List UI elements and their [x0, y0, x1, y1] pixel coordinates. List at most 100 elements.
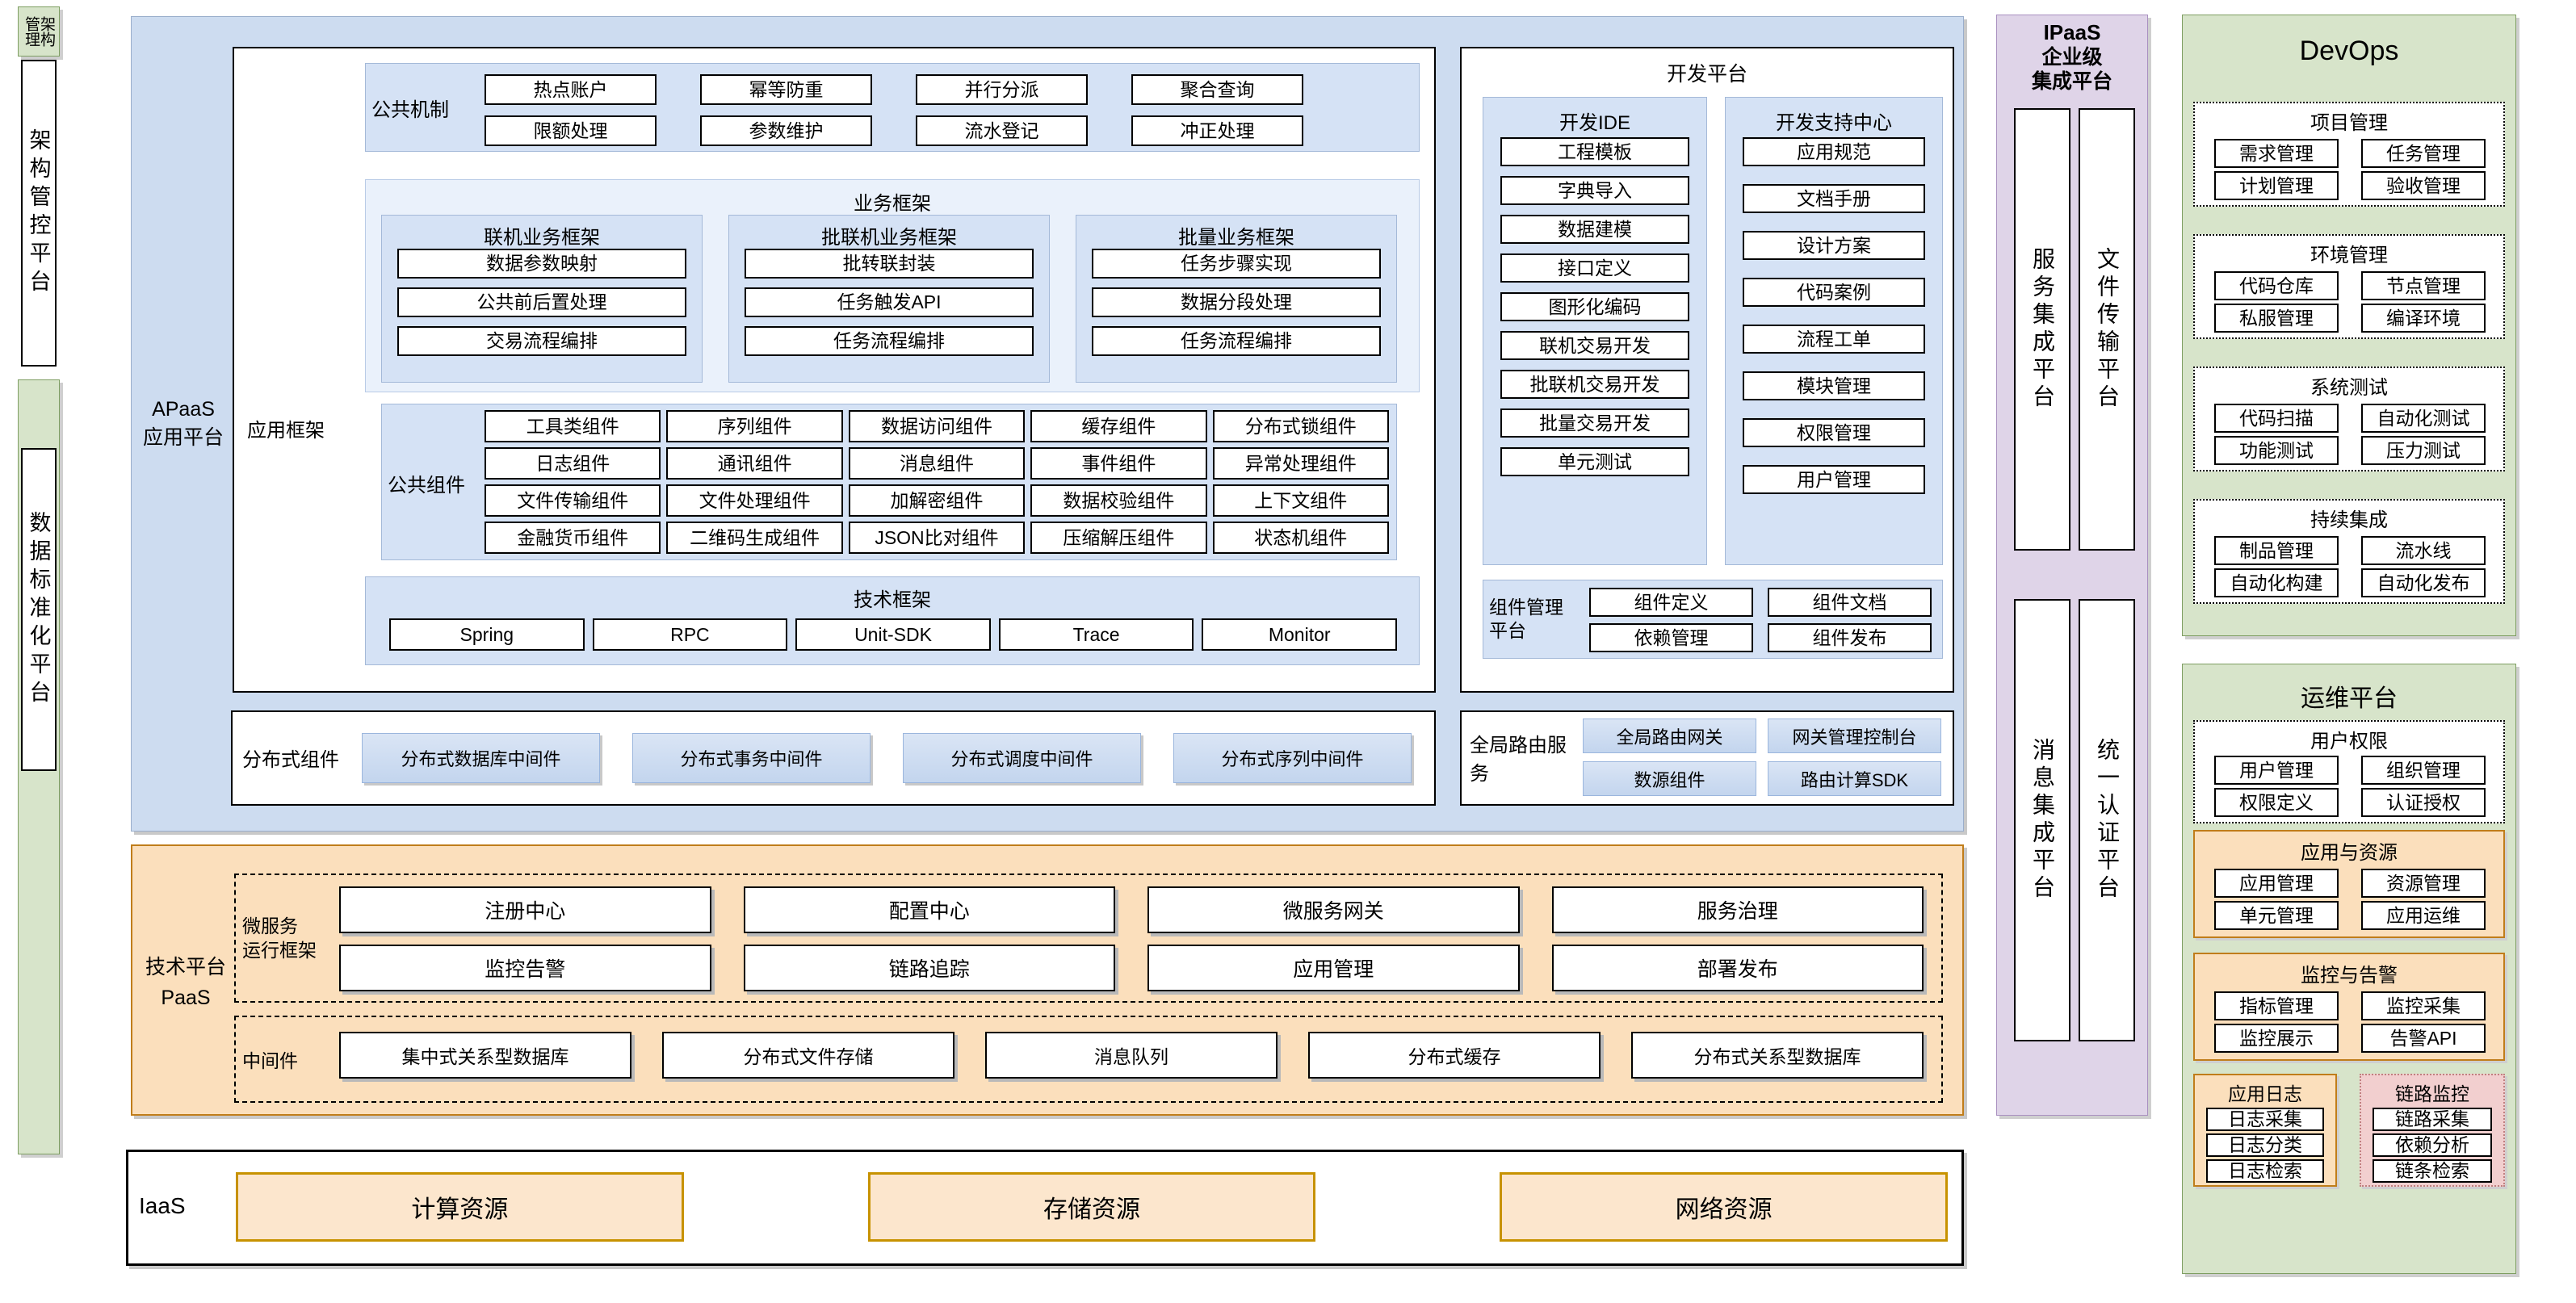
common-mechanism-item[interactable]: 并行分派: [916, 74, 1088, 105]
common-mechanism-item[interactable]: 热点账户: [485, 74, 657, 105]
tech-framework-item[interactable]: Unit-SDK: [795, 618, 991, 651]
ipaas-item-message-integration[interactable]: 消息集成平台: [2014, 599, 2070, 1041]
devops-item[interactable]: 自动化测试: [2361, 404, 2486, 433]
common-component-item[interactable]: 通讯组件: [666, 447, 843, 480]
business-framework-item[interactable]: 任务触发API: [745, 287, 1034, 317]
dev-ide-item[interactable]: 批量交易开发: [1500, 408, 1689, 438]
tech-framework-item[interactable]: Monitor: [1202, 618, 1397, 651]
devops-item[interactable]: 制品管理: [2214, 536, 2339, 565]
micro-runtime-item[interactable]: 服务治理: [1551, 886, 1924, 933]
middleware-item[interactable]: 集中式关系型数据库: [339, 1032, 631, 1079]
dev-ide-item[interactable]: 单元测试: [1500, 447, 1689, 476]
ops-item[interactable]: 监控展示: [2214, 1024, 2339, 1053]
devops-item[interactable]: 功能测试: [2214, 436, 2339, 465]
distributed-component-item[interactable]: 分布式事务中间件: [632, 733, 871, 783]
devops-item[interactable]: 代码扫描: [2214, 404, 2339, 433]
ops-item[interactable]: 认证授权: [2361, 788, 2486, 817]
business-framework-item[interactable]: 任务步骤实现: [1092, 249, 1381, 279]
micro-runtime-item[interactable]: 监控告警: [339, 945, 711, 991]
ops-item[interactable]: 组织管理: [2361, 756, 2486, 785]
ops-item[interactable]: 依赖分析: [2373, 1133, 2492, 1157]
dev-support-item[interactable]: 流程工单: [1743, 325, 1925, 354]
common-component-item[interactable]: 序列组件: [666, 410, 843, 442]
common-component-item[interactable]: 数据校验组件: [1030, 484, 1207, 517]
middleware-item[interactable]: 分布式文件存储: [662, 1032, 954, 1079]
middleware-item[interactable]: 消息队列: [985, 1032, 1278, 1079]
devops-item[interactable]: 代码仓库: [2214, 271, 2339, 300]
business-framework-item[interactable]: 批转联封装: [745, 249, 1034, 279]
distributed-component-item[interactable]: 分布式序列中间件: [1173, 733, 1412, 783]
business-framework-item[interactable]: 任务流程编排: [1092, 326, 1381, 356]
devops-item[interactable]: 节点管理: [2361, 271, 2486, 300]
devops-item[interactable]: 私服管理: [2214, 304, 2339, 333]
dev-support-item[interactable]: 用户管理: [1743, 465, 1925, 494]
common-mechanism-item[interactable]: 幂等防重: [700, 74, 872, 105]
common-component-item[interactable]: 加解密组件: [848, 484, 1026, 517]
devops-item[interactable]: 需求管理: [2214, 139, 2339, 168]
iaas-item[interactable]: 计算资源: [236, 1172, 684, 1242]
dev-ide-item[interactable]: 接口定义: [1500, 253, 1689, 283]
common-mechanism-item[interactable]: 限额处理: [485, 115, 657, 146]
distributed-component-item[interactable]: 分布式调度中间件: [903, 733, 1141, 783]
dev-support-item[interactable]: 模块管理: [1743, 371, 1925, 400]
distributed-component-item[interactable]: 分布式数据库中间件: [362, 733, 600, 783]
ops-item[interactable]: 日志分类: [2206, 1133, 2324, 1157]
ops-item[interactable]: 用户管理: [2214, 756, 2339, 785]
tech-framework-item[interactable]: Trace: [998, 618, 1194, 651]
common-component-item[interactable]: 文件传输组件: [485, 484, 661, 517]
common-component-item[interactable]: 事件组件: [1030, 447, 1207, 480]
micro-runtime-item[interactable]: 配置中心: [743, 886, 1115, 933]
business-framework-item[interactable]: 公共前后置处理: [397, 287, 686, 317]
business-framework-item[interactable]: 交易流程编排: [397, 326, 686, 356]
devops-item[interactable]: 自动化构建: [2214, 568, 2339, 597]
business-framework-item[interactable]: 任务流程编排: [745, 326, 1034, 356]
dev-ide-item[interactable]: 批联机交易开发: [1500, 370, 1689, 399]
ops-item[interactable]: 应用管理: [2214, 869, 2339, 898]
common-component-item[interactable]: 异常处理组件: [1212, 447, 1389, 480]
devops-item[interactable]: 自动化发布: [2361, 568, 2486, 597]
ops-item[interactable]: 权限定义: [2214, 788, 2339, 817]
dev-ide-item[interactable]: 联机交易开发: [1500, 331, 1689, 360]
dev-support-item[interactable]: 设计方案: [1743, 231, 1925, 260]
global-routing-item[interactable]: 数源组件: [1583, 761, 1756, 796]
iaas-item[interactable]: 存储资源: [867, 1172, 1316, 1242]
micro-runtime-item[interactable]: 部署发布: [1551, 945, 1924, 991]
middleware-item[interactable]: 分布式缓存: [1308, 1032, 1601, 1079]
global-routing-item[interactable]: 网关管理控制台: [1768, 719, 1941, 753]
common-component-item[interactable]: 缓存组件: [1030, 410, 1207, 442]
common-component-item[interactable]: 日志组件: [485, 447, 661, 480]
tech-framework-item[interactable]: RPC: [592, 618, 788, 651]
component-management-item[interactable]: 组件发布: [1768, 623, 1932, 652]
common-component-item[interactable]: 分布式锁组件: [1212, 410, 1389, 442]
ops-item[interactable]: 日志检索: [2206, 1159, 2324, 1183]
common-component-item[interactable]: 上下文组件: [1212, 484, 1389, 517]
devops-item[interactable]: 编译环境: [2361, 304, 2486, 333]
left-rail-data-standardization-platform[interactable]: 数据标准化平台: [21, 448, 57, 771]
dev-ide-item[interactable]: 工程模板: [1500, 137, 1689, 166]
dev-support-item[interactable]: 权限管理: [1743, 418, 1925, 447]
common-mechanism-item[interactable]: 聚合查询: [1131, 74, 1303, 105]
tech-framework-item[interactable]: Spring: [389, 618, 585, 651]
devops-item[interactable]: 任务管理: [2361, 139, 2486, 168]
ipaas-item-unified-auth[interactable]: 统一认证平台: [2079, 599, 2135, 1041]
dev-support-item[interactable]: 应用规范: [1743, 137, 1925, 166]
common-component-item[interactable]: 状态机组件: [1212, 522, 1389, 554]
common-mechanism-item[interactable]: 参数维护: [700, 115, 872, 146]
dev-ide-item[interactable]: 字典导入: [1500, 176, 1689, 205]
common-component-item[interactable]: 金融货币组件: [485, 522, 661, 554]
devops-item[interactable]: 验收管理: [2361, 171, 2486, 200]
component-management-item[interactable]: 依赖管理: [1589, 623, 1753, 652]
micro-runtime-item[interactable]: 链路追踪: [743, 945, 1115, 991]
left-rail-arch-control-platform[interactable]: 架构管控平台: [21, 60, 57, 367]
common-component-item[interactable]: 数据访问组件: [848, 410, 1026, 442]
ops-item[interactable]: 应用运维: [2361, 901, 2486, 930]
ops-item[interactable]: 单元管理: [2214, 901, 2339, 930]
common-mechanism-item[interactable]: 冲正处理: [1131, 115, 1303, 146]
common-component-item[interactable]: JSON比对组件: [848, 522, 1026, 554]
business-framework-item[interactable]: 数据分段处理: [1092, 287, 1381, 317]
micro-runtime-item[interactable]: 微服务网关: [1147, 886, 1520, 933]
business-framework-item[interactable]: 数据参数映射: [397, 249, 686, 279]
devops-item[interactable]: 流水线: [2361, 536, 2486, 565]
ops-item[interactable]: 链路采集: [2373, 1108, 2492, 1131]
ops-item[interactable]: 链条检索: [2373, 1159, 2492, 1183]
